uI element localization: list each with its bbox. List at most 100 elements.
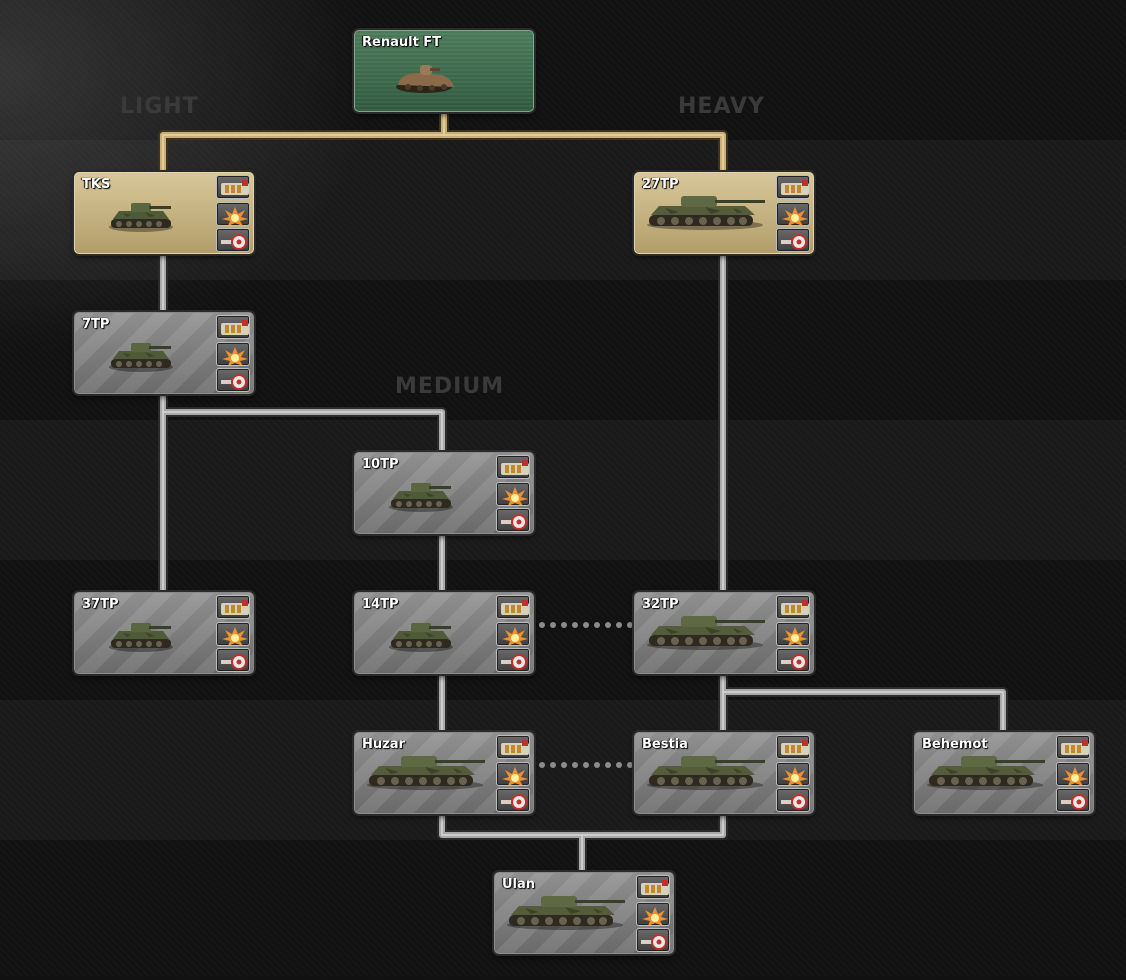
ammo-variant-button[interactable] [496,735,530,759]
firepower-variant-button[interactable] [776,762,810,786]
ammo-variant-button[interactable] [776,595,810,619]
tech-card-name: 32TP [642,597,679,612]
engine-variant-button[interactable] [496,788,530,812]
tech-card-ulan[interactable]: Ulan [494,872,674,954]
alternative-dots [539,622,633,768]
engine-variant-button[interactable] [776,788,810,812]
engine-icon [501,514,527,530]
tech-card-37tp[interactable]: 37TP [74,592,254,674]
tank-icon [927,756,1045,790]
firepower-variant-button[interactable] [776,622,810,646]
ammo-icon [1061,740,1089,755]
ammo-variant-button[interactable] [216,595,250,619]
tech-card-name: Bestia [642,737,688,752]
engine-variant-button[interactable] [496,508,530,532]
firepower-variant-button[interactable] [636,902,670,926]
tech-card-10tp[interactable]: 10TP [354,452,534,534]
tech-card-name: Ulan [502,877,536,892]
explosion-icon [222,207,248,225]
engine-icon [221,234,247,250]
tech-card-tks[interactable]: TKS [74,172,254,254]
explosion-icon [1062,767,1088,785]
engine-variant-button[interactable] [776,228,810,252]
tank-icon [647,196,765,230]
tank-icon [389,483,453,512]
tech-card-behemot[interactable]: Behemot [914,732,1094,814]
ammo-variant-button[interactable] [216,315,250,339]
engine-icon [781,794,807,810]
category-label-heavy: HEAVY [678,94,765,119]
engine-variant-button[interactable] [496,648,530,672]
firepower-variant-button[interactable] [776,202,810,226]
tech-card-renault-ft[interactable]: Renault FT [354,30,534,112]
engine-icon [501,794,527,810]
tech-card-14tp[interactable]: 14TP [354,592,534,674]
engine-variant-button[interactable] [216,228,250,252]
tank-icon [647,616,765,650]
engine-variant-button[interactable] [216,368,250,392]
ammo-variant-button[interactable] [776,735,810,759]
tech-card-32tp[interactable]: 32TP [634,592,814,674]
tank-icon [109,623,173,652]
explosion-icon [782,207,808,225]
explosion-icon [782,767,808,785]
engine-variant-button[interactable] [776,648,810,672]
ammo-icon [781,180,809,195]
ammo-icon [641,880,669,895]
tank-icon [109,343,173,372]
tank-icon [647,756,765,790]
firepower-variant-button[interactable] [496,622,530,646]
ammo-variant-button[interactable] [496,455,530,479]
ammo-variant-button[interactable] [636,875,670,899]
tank-icon [109,203,173,232]
explosion-icon [782,627,808,645]
engine-icon [781,654,807,670]
ammo-icon [501,740,529,755]
explosion-icon [222,347,248,365]
engine-icon [641,934,667,950]
firepower-variant-button[interactable] [216,622,250,646]
tech-card-name: 37TP [82,597,119,612]
tech-card-huzar[interactable]: Huzar [354,732,534,814]
ammo-icon [781,740,809,755]
category-label-medium: MEDIUM [395,374,505,399]
renault-ft-tank-icon [396,65,454,93]
tech-card-bestia[interactable]: Bestia [634,732,814,814]
ammo-icon [501,460,529,475]
ammo-variant-button[interactable] [216,175,250,199]
engine-icon [221,654,247,670]
tech-card-name: Huzar [362,737,405,752]
tech-card-name: TKS [82,177,111,192]
engine-icon [221,374,247,390]
ammo-icon [501,600,529,615]
firepower-variant-button[interactable] [216,202,250,226]
ammo-icon [221,320,249,335]
tech-card-7tp[interactable]: 7TP [74,312,254,394]
explosion-icon [642,907,668,925]
engine-icon [781,234,807,250]
tech-card-name: 10TP [362,457,399,472]
firepower-variant-button[interactable] [216,342,250,366]
locked-connectors [158,252,1008,872]
explosion-icon [222,627,248,645]
ammo-variant-button[interactable] [776,175,810,199]
explosion-icon [502,487,528,505]
engine-variant-button[interactable] [636,928,670,952]
tech-card-name: 27TP [642,177,679,192]
engine-variant-button[interactable] [216,648,250,672]
firepower-variant-button[interactable] [496,762,530,786]
tech-card-27tp[interactable]: 27TP [634,172,814,254]
engine-icon [1061,794,1087,810]
tank-icon [507,896,625,930]
ammo-icon [221,180,249,195]
ammo-variant-button[interactable] [496,595,530,619]
tank-icon [389,623,453,652]
engine-variant-button[interactable] [1056,788,1090,812]
firepower-variant-button[interactable] [1056,762,1090,786]
researched-connectors [158,110,728,172]
ammo-variant-button[interactable] [1056,735,1090,759]
category-label-light: LIGHT [120,94,199,119]
explosion-icon [502,767,528,785]
firepower-variant-button[interactable] [496,482,530,506]
